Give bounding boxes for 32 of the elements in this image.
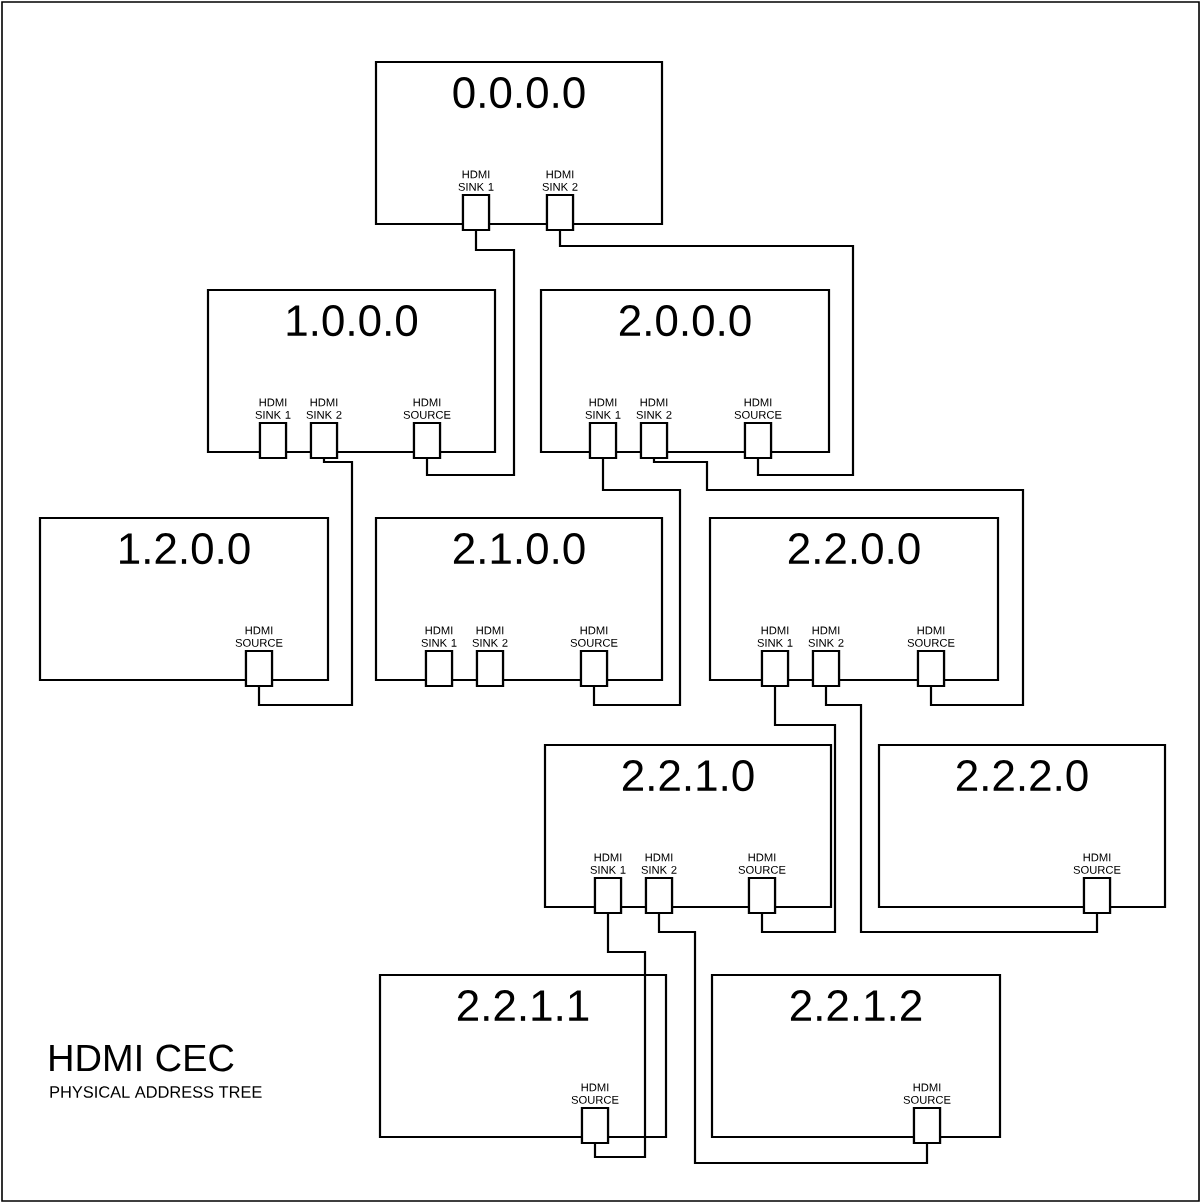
cable-line bbox=[257, 458, 354, 707]
node-label: HDMI SINK 1 bbox=[585, 398, 621, 419]
node-label: HDMI SOURCE bbox=[734, 398, 782, 419]
node-label: HDMI SINK 2 bbox=[808, 626, 844, 647]
node-label: HDMI SOURCE bbox=[1073, 853, 1121, 874]
node-label: HDMI SINK 1 bbox=[255, 398, 291, 419]
title: HDMI CEC bbox=[50, 1044, 234, 1072]
cable-line bbox=[760, 687, 837, 934]
node-label: HDMI SINK 2 bbox=[306, 398, 342, 419]
subtitle: PHYSICAL ADDRESS TREE bbox=[50, 1086, 262, 1098]
node-label: HDMI SOURCE bbox=[403, 398, 451, 419]
node-label: HDMI SOURCE bbox=[907, 626, 955, 647]
node-label: HDMI SINK 1 bbox=[421, 626, 457, 647]
node-label: HDMI SINK 1 bbox=[458, 170, 494, 191]
cable-line bbox=[824, 687, 1099, 934]
node-label: HDMI SOURCE bbox=[570, 626, 618, 647]
node-label: HDMI SINK 2 bbox=[641, 853, 677, 874]
node-label: HDMI SINK 2 bbox=[636, 398, 672, 419]
node-label: HDMI SINK 1 bbox=[590, 853, 626, 874]
cable-line bbox=[593, 914, 647, 1159]
cable-line bbox=[425, 231, 516, 477]
cable-line bbox=[657, 914, 929, 1165]
node-label: HDMI SINK 2 bbox=[472, 626, 508, 647]
node-label: HDMI SOURCE bbox=[235, 626, 283, 647]
node-label: HDMI SOURCE bbox=[738, 853, 786, 874]
node-label: HDMI SOURCE bbox=[903, 1083, 951, 1104]
node-label: HDMI SINK 1 bbox=[757, 626, 793, 647]
cable-line bbox=[592, 459, 682, 707]
node-label: HDMI SOURCE bbox=[571, 1083, 619, 1104]
cable-line bbox=[558, 231, 855, 477]
node-label: HDMI SINK 2 bbox=[542, 170, 578, 191]
cable-line bbox=[652, 458, 1025, 707]
